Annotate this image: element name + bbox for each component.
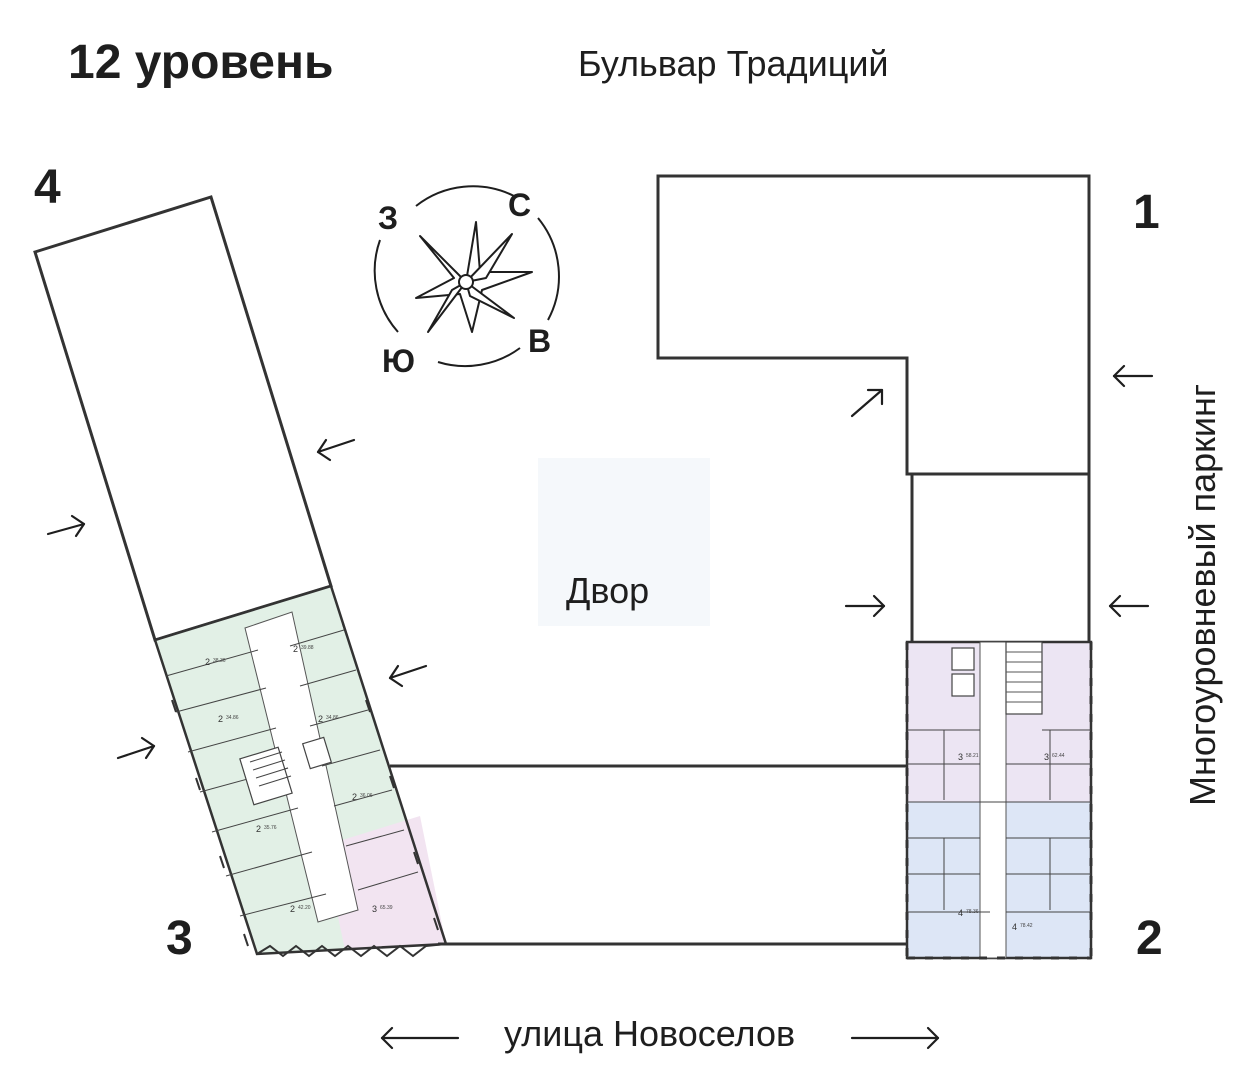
building-section-2[interactable]: 3 58.21 3 62.44 4 78.36 4 78.42 bbox=[905, 640, 1093, 960]
apt-rooms: 2 bbox=[318, 714, 323, 724]
apt-rooms: 3 bbox=[958, 752, 963, 762]
building-section-3[interactable]: 2 38.36 2 39.88 2 34.86 2 34.86 2 36.06 … bbox=[153, 584, 448, 958]
apt-rooms: 2 bbox=[352, 792, 357, 802]
courtyard-area bbox=[538, 458, 710, 626]
street-arrow-right-icon bbox=[850, 1026, 940, 1050]
section-number-2: 2 bbox=[1136, 912, 1163, 965]
apt-area: 58.21 bbox=[966, 753, 979, 759]
entrance-arrow-icon bbox=[1112, 364, 1154, 388]
apt-area: 65.39 bbox=[380, 905, 393, 911]
bottom-street-label: улица Новоселов bbox=[504, 1013, 795, 1054]
entrance-arrow-icon bbox=[316, 438, 356, 462]
compass-west-label: З bbox=[378, 200, 398, 236]
level-title: 12 уровень bbox=[68, 36, 334, 89]
apt-rooms: 2 bbox=[256, 824, 261, 834]
building-section-1[interactable] bbox=[656, 174, 1091, 476]
entrance-arrow-icon bbox=[46, 514, 86, 538]
compass-north-label: С bbox=[508, 187, 531, 223]
apt-area: 78.42 bbox=[1020, 923, 1033, 929]
apt-rooms: 2 bbox=[293, 644, 298, 654]
entrance-arrow-icon bbox=[1108, 594, 1150, 618]
apt-area: 38.36 bbox=[213, 658, 226, 664]
apt-area: 34.86 bbox=[326, 715, 339, 721]
apt-rooms: 3 bbox=[1044, 752, 1049, 762]
entrance-arrow-icon bbox=[850, 388, 884, 418]
entrance-arrow-icon bbox=[388, 664, 428, 688]
top-street-label: Бульвар Традиций bbox=[578, 43, 889, 84]
apt-rooms: 2 bbox=[205, 657, 210, 667]
compass-rose-icon bbox=[373, 185, 560, 368]
apt-rooms: 3 bbox=[372, 904, 377, 914]
apt-area: 78.36 bbox=[966, 909, 979, 915]
entrance-arrow-icon bbox=[116, 736, 156, 760]
apt-rooms: 2 bbox=[218, 714, 223, 724]
building-section-4[interactable] bbox=[33, 195, 333, 642]
apt-area: 62.44 bbox=[1052, 753, 1065, 759]
courtyard-label: Двор bbox=[566, 570, 649, 611]
apt-rooms: 2 bbox=[290, 904, 295, 914]
compass-east-label: В bbox=[528, 323, 551, 359]
apt-area: 36.06 bbox=[360, 793, 373, 799]
apt-area: 42.20 bbox=[298, 905, 311, 911]
section-number-3: 3 bbox=[166, 912, 193, 965]
apt-area: 39.88 bbox=[301, 645, 314, 651]
section-number-1: 1 bbox=[1133, 186, 1160, 239]
apt-area: 35.76 bbox=[264, 825, 277, 831]
section-number-4: 4 bbox=[34, 161, 61, 214]
street-arrow-left-icon bbox=[380, 1026, 460, 1050]
apt-rooms: 4 bbox=[958, 908, 963, 918]
parking-label: Многоуровневый паркинг bbox=[1182, 384, 1223, 806]
apt-rooms: 4 bbox=[1012, 922, 1017, 932]
apt-area: 34.86 bbox=[226, 715, 239, 721]
entrance-arrow-icon bbox=[844, 594, 886, 618]
compass-south-label: Ю bbox=[382, 343, 415, 379]
